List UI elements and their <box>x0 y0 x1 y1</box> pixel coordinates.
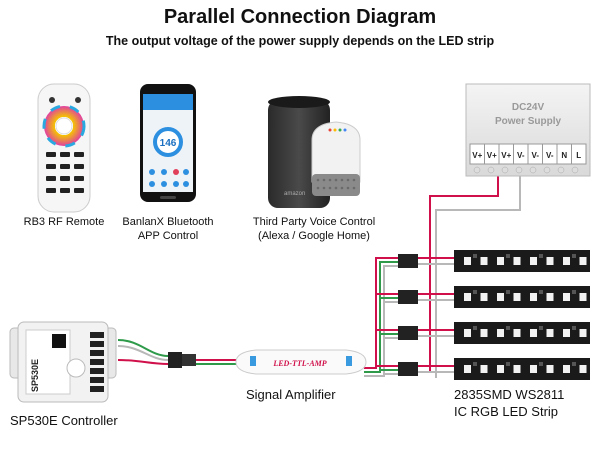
subtitle-end: strip <box>463 34 495 48</box>
psu-terminal-label: V- <box>531 151 539 160</box>
strip-label-line1: 2835SMD WS2811 <box>454 387 565 402</box>
psu-terminal-label: V+ <box>487 151 497 160</box>
psu-terminal-label: V+ <box>501 151 511 160</box>
psu-terminal-box <box>571 143 587 165</box>
bus-green <box>364 261 398 373</box>
psu-terminal-label: N <box>561 151 567 160</box>
led-strip <box>454 322 590 344</box>
voice-label-line2: (Alexa / Google Home) <box>258 230 370 242</box>
diagram-title: Parallel Connection Diagram <box>163 6 437 28</box>
rf-remote <box>37 83 91 213</box>
remote-label: RB3 RF Remote <box>23 216 105 228</box>
subtitle-text: The output voltage of the power supply d… <box>105 34 439 48</box>
phone-dial-value: 146 <box>160 138 177 149</box>
psu-positive-wire <box>429 168 499 372</box>
diagram-subtitle: The output voltage of the power supply d… <box>0 34 600 48</box>
subtitle-led: LED <box>438 34 464 48</box>
psu-terminal-label: V+ <box>472 151 482 160</box>
voice-label-line1: Third Party Voice Control <box>252 216 376 228</box>
psu-voltage: DC24V <box>512 102 545 113</box>
psu-terminal-label: L <box>576 151 581 160</box>
smartphone: 146 <box>140 84 196 202</box>
strip-connectors <box>398 254 418 376</box>
bus-gray <box>364 265 398 377</box>
psu-terminal-label: V- <box>517 151 525 160</box>
signal-amplifier: LED-TTL-AMP <box>168 349 367 375</box>
led-strip <box>454 286 590 308</box>
phone-label-line2: APP Control <box>137 230 199 242</box>
psu-negative-wire <box>435 168 521 378</box>
sp530e-controller: SP530E <box>9 321 117 403</box>
voice-label: Third Party Voice Control (Alexa / Google… <box>236 215 392 243</box>
voice-speakers: amazon <box>268 96 361 208</box>
speaker-brand: amazon <box>284 191 305 197</box>
controller-label: SP530E Controller <box>10 413 118 428</box>
bus-red <box>364 257 398 369</box>
psu-name: Power Supply <box>495 116 562 127</box>
led-strip <box>454 358 590 380</box>
psu-terminal-label: V- <box>546 151 554 160</box>
strip-label-line2: IC RGB LED Strip <box>454 404 559 419</box>
controller-device-text: SP530E <box>30 359 40 392</box>
led-strip <box>454 250 590 272</box>
led-strips <box>454 250 590 380</box>
amplifier-device-text: LED-TTL-AMP <box>272 359 326 368</box>
amplifier-label: Signal Amplifier <box>246 387 336 402</box>
strip-label: 2835SMD WS2811 IC RGB LED Strip <box>454 386 564 420</box>
wires <box>117 168 521 378</box>
phone-label-line1: BanlanX Bluetooth <box>122 216 214 228</box>
